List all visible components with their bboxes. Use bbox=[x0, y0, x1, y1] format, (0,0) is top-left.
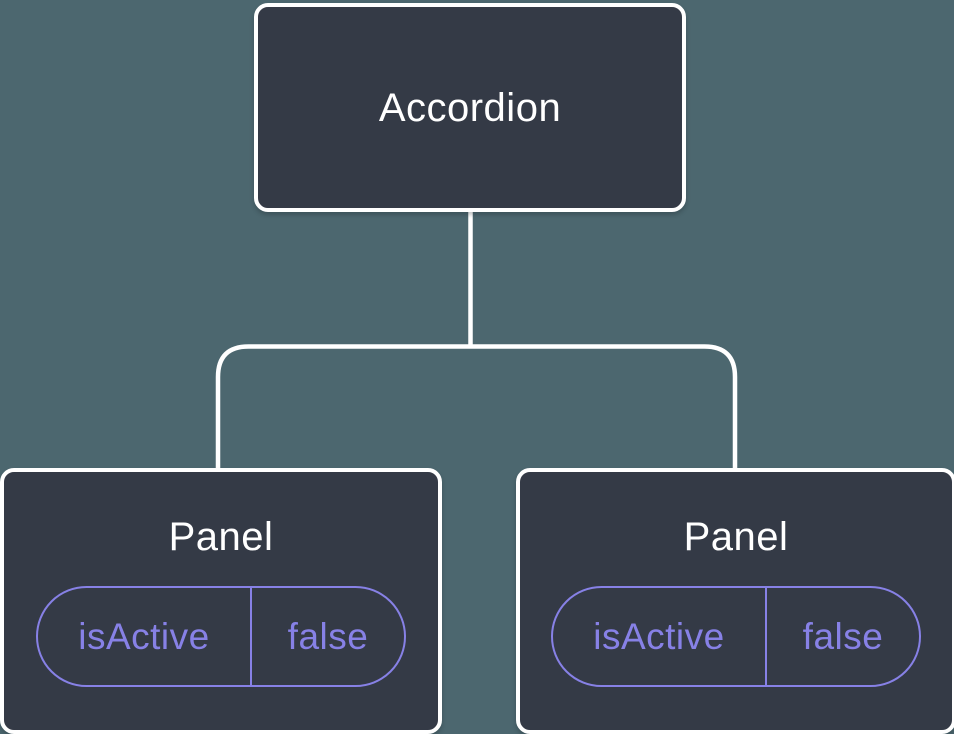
component-node-accordion: Accordion bbox=[254, 3, 686, 212]
connector-branch bbox=[215, 344, 738, 471]
component-label: Panel bbox=[683, 515, 789, 559]
state-name: isActive bbox=[38, 588, 252, 685]
state-pill: isActive false bbox=[36, 586, 406, 687]
component-node-panel-right: Panel isActive false bbox=[516, 468, 954, 734]
state-value: false bbox=[802, 615, 884, 657]
state-value: false bbox=[287, 615, 369, 657]
component-label: Accordion bbox=[378, 85, 562, 130]
state-pill: isActive false bbox=[551, 586, 921, 687]
component-node-panel-left: Panel isActive false bbox=[0, 468, 442, 734]
component-label: Panel bbox=[168, 515, 274, 559]
state-name: isActive bbox=[553, 588, 767, 685]
